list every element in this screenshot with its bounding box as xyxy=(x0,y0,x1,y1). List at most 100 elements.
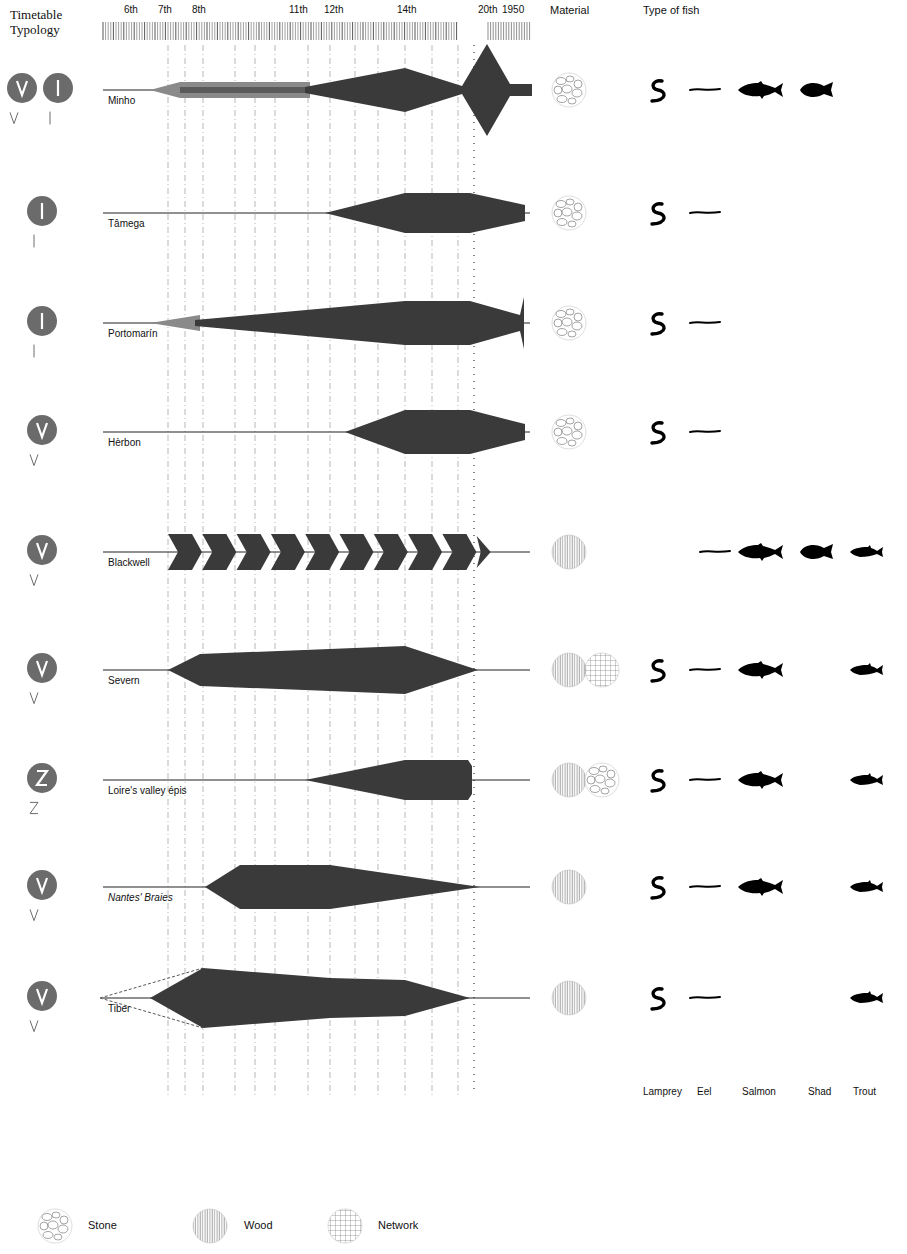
tick xyxy=(295,22,296,40)
stone xyxy=(590,786,600,793)
century-guide xyxy=(330,45,331,1095)
typology-glyph xyxy=(57,80,59,96)
stone xyxy=(554,209,562,217)
tick xyxy=(318,22,319,40)
tick xyxy=(162,22,163,40)
tick xyxy=(389,22,390,40)
chevron xyxy=(168,534,202,570)
typology-circle xyxy=(27,870,57,900)
tick xyxy=(506,22,507,40)
tick xyxy=(498,22,499,40)
tick xyxy=(511,22,512,40)
tick xyxy=(259,22,260,40)
tick xyxy=(493,22,494,40)
column-header: Material xyxy=(550,4,589,17)
tick xyxy=(435,22,436,40)
tick xyxy=(277,22,278,40)
fish-icon xyxy=(850,773,883,785)
tick xyxy=(248,22,249,40)
tick xyxy=(181,22,182,40)
stone xyxy=(562,85,572,93)
tick xyxy=(170,22,171,40)
chevron xyxy=(408,534,442,570)
tick xyxy=(110,22,111,40)
tick xyxy=(147,22,148,40)
typology-sketch xyxy=(34,345,35,358)
chevron xyxy=(271,534,305,570)
tick xyxy=(529,22,530,40)
activity-band xyxy=(325,193,525,233)
column-header: Type of fish xyxy=(643,4,699,17)
tick xyxy=(253,22,254,40)
typology-circle xyxy=(27,306,57,336)
typology-glyph xyxy=(41,203,43,219)
fish-icon xyxy=(738,543,783,561)
century-label: 14th xyxy=(397,4,416,16)
stone xyxy=(568,221,576,227)
tick xyxy=(454,22,455,40)
tick xyxy=(430,22,431,40)
tick xyxy=(425,22,426,40)
tick xyxy=(347,22,348,40)
heading: Timetable Typology xyxy=(10,8,90,38)
tick xyxy=(134,22,135,40)
tick xyxy=(178,22,179,40)
tick xyxy=(214,22,215,40)
tick xyxy=(396,22,397,40)
stone xyxy=(557,329,567,336)
century-label: 11th xyxy=(289,4,308,16)
tick xyxy=(191,22,192,40)
stone xyxy=(568,331,576,337)
typology-circle xyxy=(27,415,57,445)
stone xyxy=(54,1234,62,1240)
tick xyxy=(316,22,317,40)
stone xyxy=(556,78,566,85)
chevron xyxy=(374,534,408,570)
tick xyxy=(363,22,364,40)
typology-sketch xyxy=(10,112,18,123)
tick xyxy=(417,22,418,40)
tick xyxy=(490,22,491,40)
fish-name: Shad xyxy=(808,1086,831,1098)
tick xyxy=(264,22,265,40)
activity-band xyxy=(168,646,478,694)
century-label: 20th xyxy=(478,4,497,16)
tick xyxy=(160,22,161,40)
wood-icon xyxy=(552,981,586,1015)
fish-icon xyxy=(652,204,664,224)
site-label: Blackwell xyxy=(108,557,150,569)
fish-icon xyxy=(652,423,664,443)
fish-icon xyxy=(652,661,664,681)
stone xyxy=(556,420,566,427)
tick xyxy=(261,22,262,40)
activity-band xyxy=(305,44,532,136)
tick xyxy=(339,22,340,40)
tick xyxy=(428,22,429,40)
tick xyxy=(113,22,114,40)
uncertain-band xyxy=(150,315,200,331)
stone xyxy=(566,76,574,82)
tick xyxy=(165,22,166,40)
fish-icon xyxy=(690,779,720,780)
stone xyxy=(574,203,582,211)
fish-icon xyxy=(738,81,783,99)
tick xyxy=(173,22,174,40)
stone-icon xyxy=(38,1209,72,1243)
tick xyxy=(230,22,231,40)
tick xyxy=(394,22,395,40)
stone xyxy=(52,1212,60,1218)
tick xyxy=(331,22,332,40)
stone xyxy=(557,96,567,103)
tick xyxy=(368,22,369,40)
legend-text: Stone xyxy=(88,1219,117,1232)
tick xyxy=(217,22,218,40)
tick xyxy=(300,22,301,40)
stone xyxy=(574,422,582,430)
legend-text: Wood xyxy=(244,1219,273,1232)
tick xyxy=(456,22,457,40)
stone xyxy=(566,199,574,205)
tick xyxy=(527,22,528,40)
activity-band xyxy=(205,865,480,909)
typology-circle xyxy=(27,196,57,226)
tick xyxy=(121,22,122,40)
